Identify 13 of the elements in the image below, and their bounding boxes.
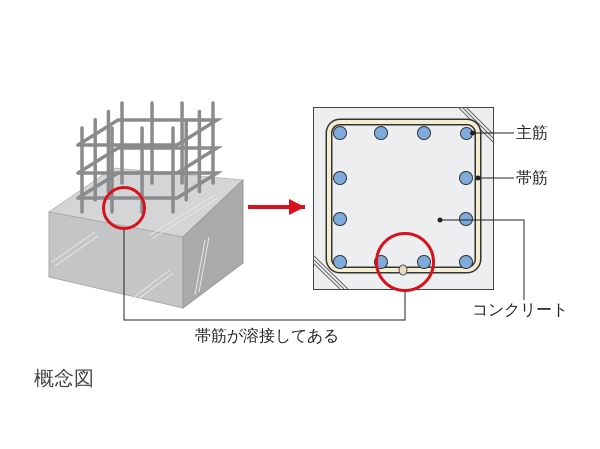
leader-line (476, 176, 514, 180)
callout-text: コンクリート (472, 300, 576, 322)
arrow (248, 199, 305, 215)
leader-line (124, 230, 268, 320)
figure-label: 概念図 (34, 366, 94, 390)
leader-line (438, 218, 524, 300)
highlight-circle (102, 186, 146, 230)
leader-line (470, 130, 514, 136)
callout-text: 主筋 (516, 123, 556, 143)
callout-text: 帯筋 (516, 168, 556, 188)
leader-line (266, 292, 406, 320)
caption-text: 帯筋が溶接してある (186, 320, 348, 347)
highlight-circle (375, 232, 435, 292)
